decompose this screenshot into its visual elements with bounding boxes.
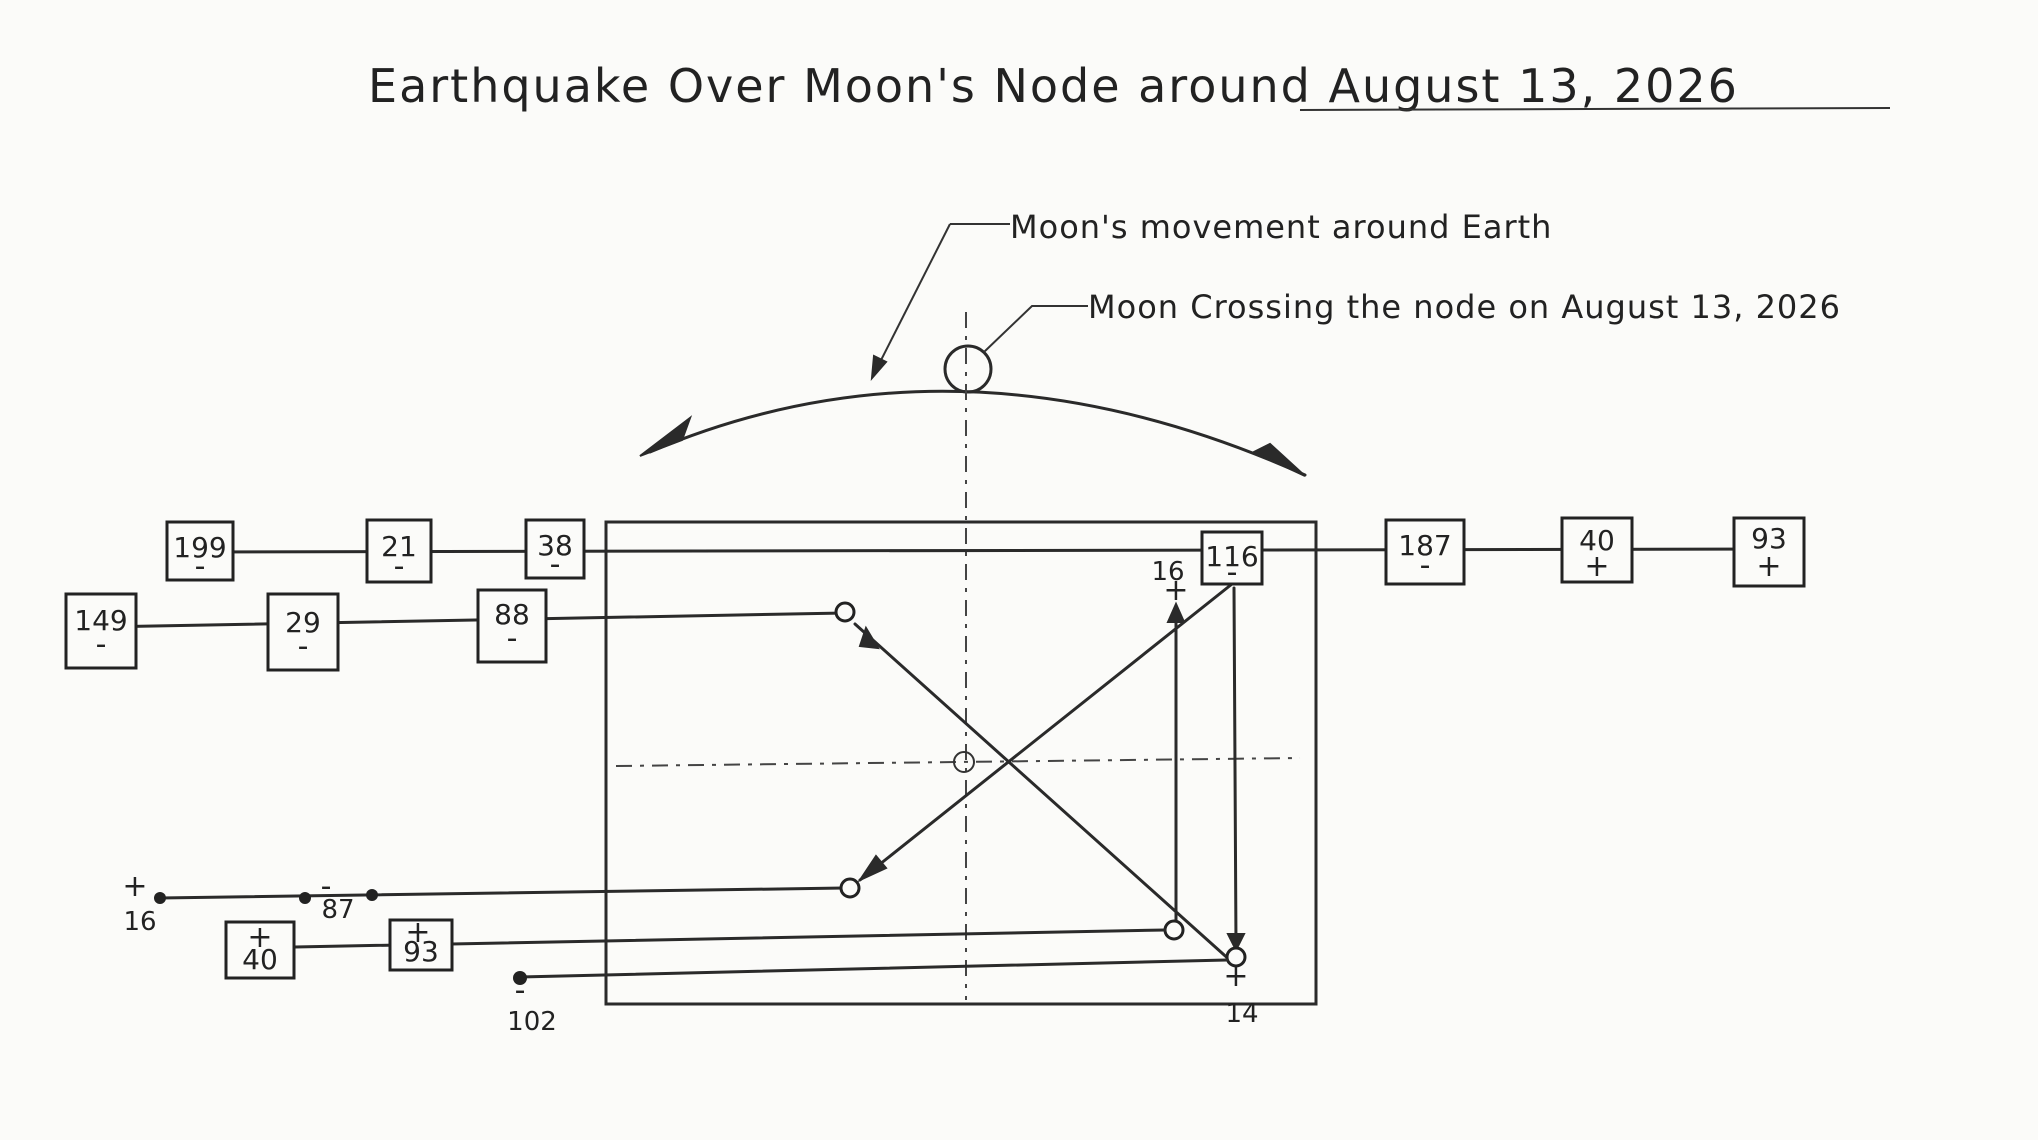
- vertical-16-arrow-icon: [1166, 601, 1186, 623]
- annotation-movement-arrow-icon: [870, 354, 888, 381]
- orbit-arrow-right-icon: [1251, 442, 1306, 477]
- node-second-row-end: [834, 601, 856, 623]
- orbit-arrow-left-icon: [639, 415, 693, 457]
- label-14-sign: +: [1223, 959, 1248, 994]
- point-87-a: [299, 892, 311, 904]
- top-row-box-2: 21 -: [365, 518, 433, 584]
- box-value: 93: [403, 935, 439, 968]
- annotation-movement-leader: [874, 223, 951, 373]
- box-sign: +: [247, 920, 272, 955]
- box-value: 88: [494, 598, 530, 631]
- center-point: [953, 751, 975, 773]
- box-value: 116: [1205, 540, 1258, 573]
- box-value: 149: [74, 604, 127, 637]
- box-sign: -: [298, 629, 309, 664]
- box-value: 40: [242, 943, 278, 976]
- box-sign: -: [507, 621, 518, 656]
- label-102: 102: [507, 1007, 557, 1037]
- second-row-box-2: 29 -: [266, 592, 340, 672]
- annotation-crossing-leader: [983, 305, 1088, 353]
- central-rectangle: [604, 520, 1318, 1006]
- horizontal-axis: [615, 757, 1301, 767]
- title-underline: [1299, 107, 1891, 111]
- annotation-moon-crossing: Moon Crossing the node on August 13, 202…: [1088, 288, 1841, 326]
- point-87-b: [366, 889, 378, 901]
- label-16-right-sign: +: [1163, 573, 1188, 608]
- second-row-line: [98, 611, 847, 629]
- top-row-box-7: 93 +: [1732, 516, 1806, 588]
- second-row-box-3: 88 -: [476, 588, 548, 664]
- point-16: [154, 892, 166, 904]
- bottom-row-1-line: [158, 886, 846, 900]
- label-87: 87: [321, 895, 354, 925]
- moon-node-circle: [943, 344, 993, 394]
- label-16-right: 16: [1151, 557, 1184, 587]
- second-row-box-1: 149 -: [64, 592, 138, 670]
- top-row-box-6: 40 +: [1560, 516, 1634, 584]
- vertical-line-116: [1232, 586, 1238, 948]
- box-sign: -: [96, 627, 107, 662]
- box-sign: +: [405, 915, 430, 950]
- box-value: 40: [1579, 524, 1615, 557]
- moon-orbit-arc: [648, 389, 1307, 477]
- box-sign: +: [1756, 549, 1781, 584]
- annotation-moon-movement: Moon's movement around Earth: [1010, 208, 1552, 246]
- label-14: 14: [1225, 999, 1258, 1029]
- node-14: [1225, 946, 1247, 968]
- vertical-116-arrow-icon: [1226, 933, 1246, 953]
- bottom-box-1: + 40: [224, 920, 296, 980]
- box-sign: -: [195, 549, 206, 584]
- top-row-line: [194, 547, 1782, 554]
- box-value: 199: [173, 531, 226, 564]
- box-value: 21: [381, 530, 417, 563]
- label-16-left: 16: [123, 907, 156, 937]
- label-16-left-sign: +: [122, 869, 147, 904]
- box-sign: -: [1227, 555, 1238, 590]
- box-sign: -: [550, 547, 561, 582]
- diagonal-arrow-down-right-icon: [858, 625, 880, 650]
- box-value: 93: [1751, 522, 1787, 555]
- box-sign: +: [1584, 549, 1609, 584]
- bottom-row-3-line: [518, 958, 1229, 979]
- bottom-box-2: + 93: [388, 915, 454, 972]
- box-sign: -: [394, 549, 405, 584]
- box-value: 187: [1398, 529, 1451, 562]
- diagram-title: Earthquake Over Moon's Node around Augus…: [368, 59, 1739, 113]
- label-102-sign: -: [515, 973, 526, 1008]
- diagonal-down-right: [853, 622, 1234, 964]
- node-bottom-left: [839, 877, 861, 899]
- top-row-box-4: 116 -: [1200, 530, 1264, 590]
- box-sign: -: [1420, 548, 1431, 583]
- top-row-box-3: 38 -: [524, 518, 586, 582]
- top-row-box-1: 199 -: [165, 520, 235, 584]
- diagonal-up-right: [858, 582, 1234, 882]
- box-value: 38: [537, 529, 573, 562]
- point-102: [513, 971, 527, 985]
- node-right-middle: [1163, 919, 1185, 941]
- diagonal-arrow-down-left-icon: [857, 854, 888, 883]
- label-87-sign: -: [321, 869, 332, 904]
- top-row-box-5: 187 -: [1384, 518, 1466, 586]
- box-value: 29: [285, 606, 321, 639]
